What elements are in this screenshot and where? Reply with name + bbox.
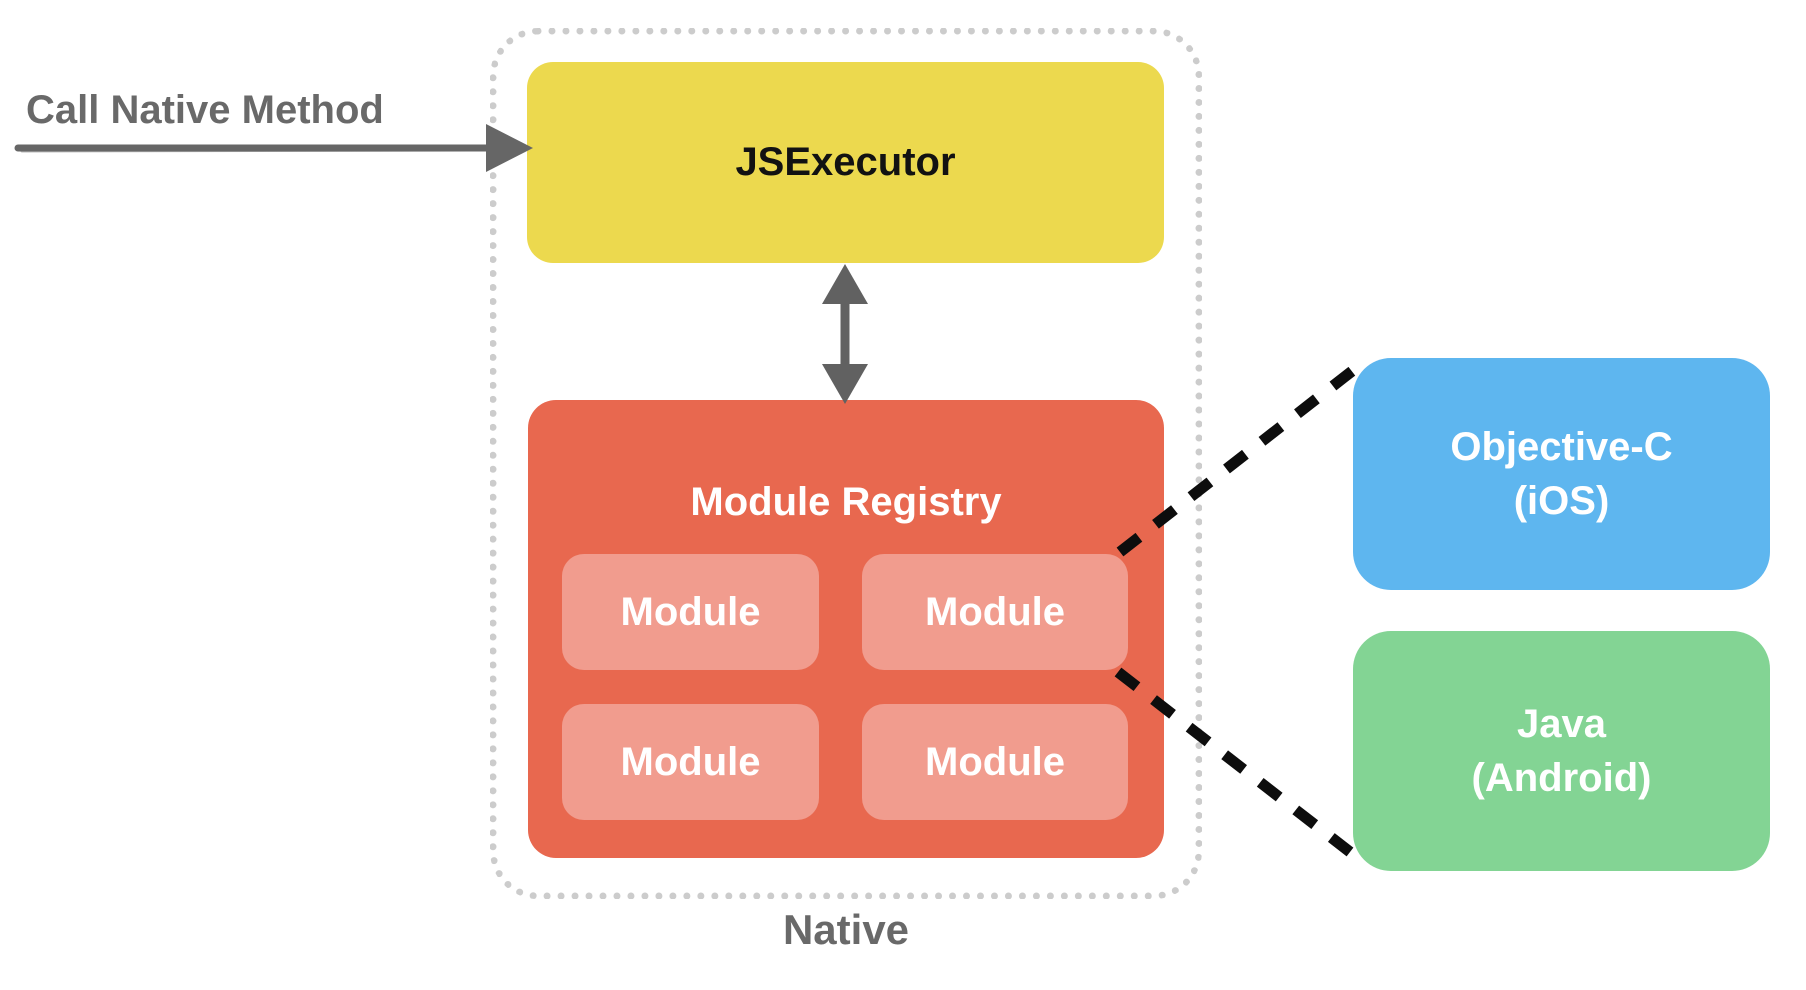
objective-c-label-line2: (iOS) [1513, 479, 1610, 523]
jsexecutor-label: JSExecutor [735, 140, 956, 184]
module-label: Module [620, 589, 761, 634]
module-label: Module [925, 589, 1065, 634]
module-registry-label: Module Registry [690, 480, 1002, 524]
module-box-4: Module [862, 704, 1128, 820]
objective-c-label-line1: Objective-C [1450, 425, 1673, 469]
module-box-2: Module [862, 554, 1128, 670]
objective-c-ios-box: Objective-C (iOS) [1353, 358, 1770, 590]
java-label-line2: (Android) [1471, 756, 1652, 800]
module-label: Module [925, 739, 1065, 784]
module-box-3: Module [562, 704, 819, 820]
native-caption: Native [782, 906, 910, 953]
module-box-1: Module [562, 554, 819, 670]
module-label: Module [620, 739, 761, 784]
java-label-line1: Java [1517, 702, 1606, 746]
jsexecutor-box: JSExecutor [527, 62, 1164, 263]
call-native-method-label: Call Native Method [26, 88, 384, 132]
java-android-box: Java (Android) [1353, 631, 1770, 871]
